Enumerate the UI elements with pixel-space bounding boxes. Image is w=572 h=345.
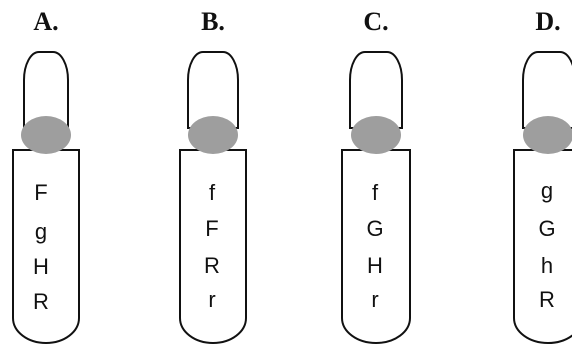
gene-c-4: r <box>371 287 378 312</box>
lower-arm-b <box>179 149 247 344</box>
option-label-c: C. <box>363 7 388 36</box>
upper-arm-b <box>187 51 239 129</box>
gene-a-1: F <box>34 180 47 205</box>
gene-b-2: F <box>205 216 218 241</box>
gene-d-2: G <box>538 216 555 241</box>
centromere-c <box>351 116 401 154</box>
lower-arm-d <box>513 149 572 344</box>
gene-c-3: H <box>367 253 383 278</box>
option-label-b: B. <box>201 7 225 36</box>
lower-arm-c <box>341 149 411 344</box>
gene-c-2: G <box>366 216 383 241</box>
centromere-b <box>188 116 238 154</box>
gene-a-2: g <box>35 219 47 244</box>
lower-arm-a <box>12 149 80 344</box>
centromere-a <box>21 116 71 154</box>
gene-d-4: R <box>539 287 555 312</box>
option-label-a: A. <box>33 7 58 36</box>
upper-arm-c <box>349 51 403 129</box>
gene-b-3: R <box>204 253 220 278</box>
gene-d-1: g <box>541 178 553 203</box>
gene-a-3: H <box>33 254 49 279</box>
gene-b-1: f <box>209 180 216 205</box>
upper-arm-a <box>23 51 69 129</box>
option-label-d: D. <box>535 7 560 36</box>
gene-d-3: h <box>541 253 553 278</box>
chromosome-option-d: D. g G h R <box>513 7 572 344</box>
chromosome-option-b: B. f F R r <box>179 7 247 344</box>
chromosome-option-a: A. F g H R <box>12 7 80 344</box>
upper-arm-d <box>522 51 572 129</box>
gene-c-1: f <box>372 180 379 205</box>
gene-b-4: r <box>208 287 215 312</box>
centromere-d <box>523 116 572 154</box>
gene-a-4: R <box>33 289 49 314</box>
chromosome-option-c: C. f G H r <box>341 7 411 344</box>
